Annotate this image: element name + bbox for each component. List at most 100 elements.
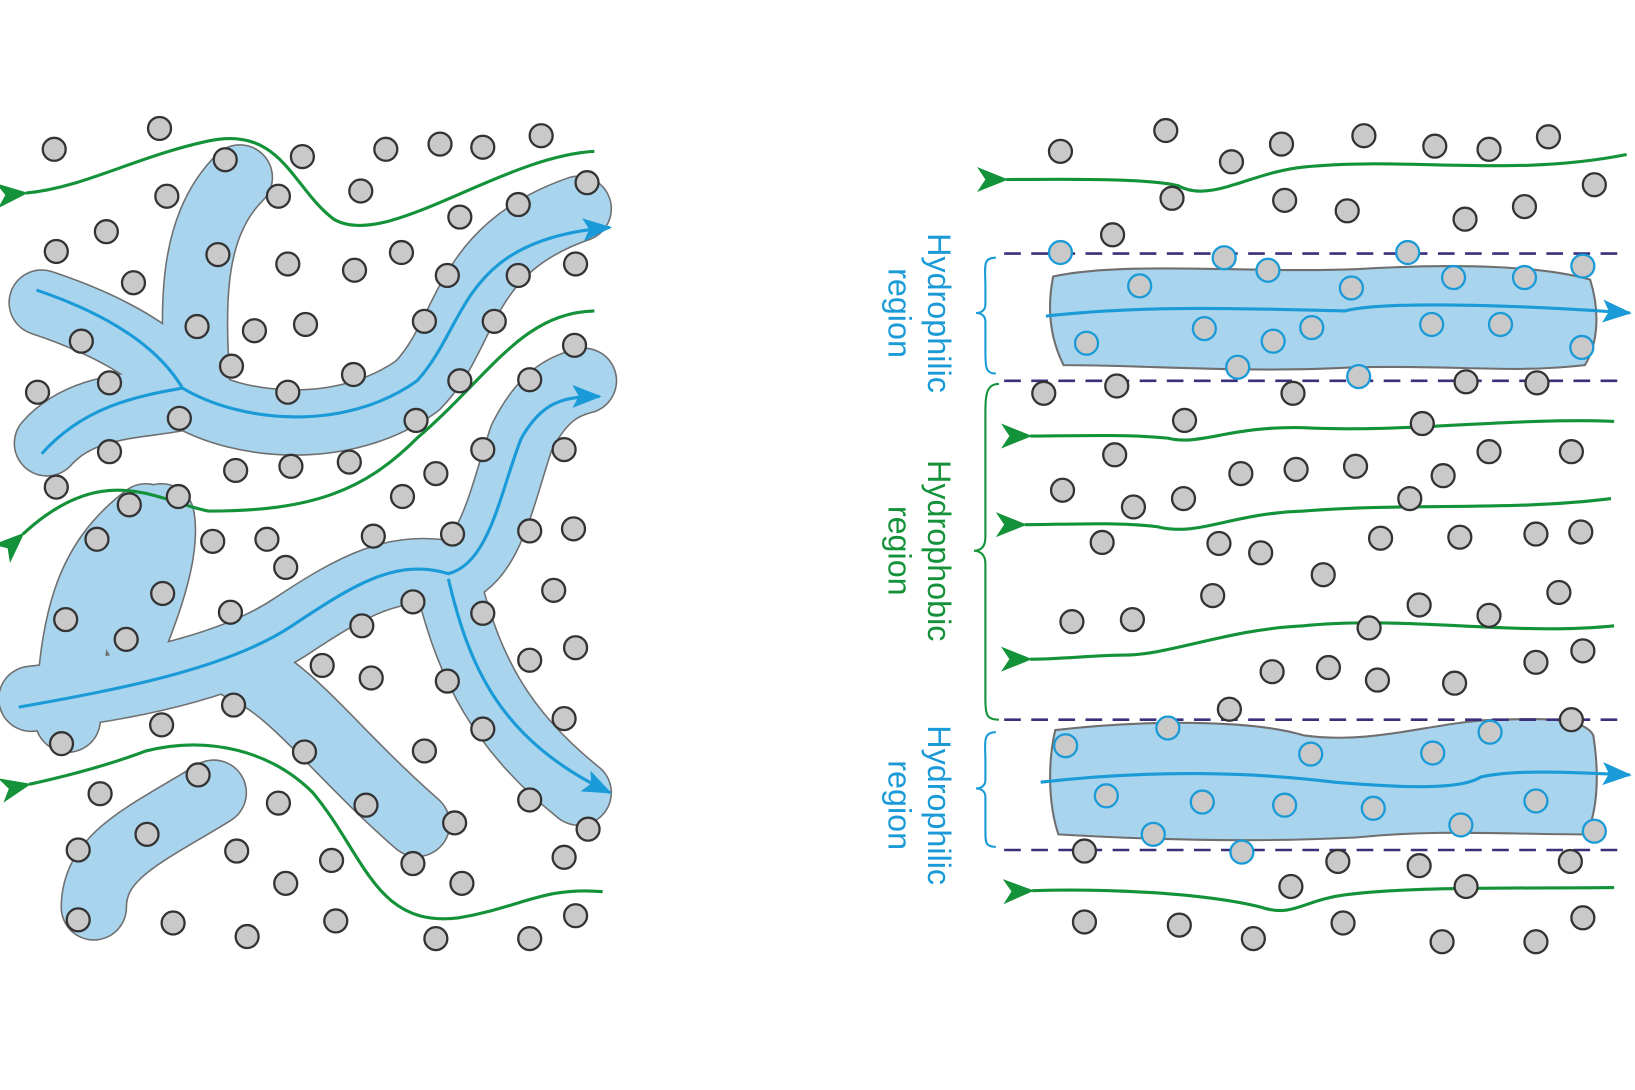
particle (373, 136, 399, 162)
particle (505, 191, 531, 218)
particle (65, 837, 91, 863)
water-flow-arrow (1040, 762, 1632, 789)
right-oil-flow-lines (977, 152, 1627, 913)
particle (220, 692, 247, 718)
particle (309, 652, 335, 679)
water-flow-arrow (1045, 299, 1632, 323)
wetted-particle (1260, 328, 1286, 354)
wetted-particle (1155, 715, 1181, 741)
left-channels-fill (0, 145, 616, 940)
particle (1409, 410, 1435, 437)
particle (1430, 463, 1456, 489)
particle (574, 170, 600, 196)
particle (1216, 696, 1242, 722)
particle (1452, 206, 1478, 232)
particle (560, 516, 587, 542)
particle (1570, 905, 1596, 931)
wetted-particle (1073, 330, 1100, 356)
particle (341, 257, 368, 283)
particle (423, 460, 449, 487)
particle (411, 738, 438, 764)
particle (1228, 460, 1254, 487)
particle (241, 318, 268, 344)
particle (505, 262, 531, 289)
particle (120, 270, 147, 296)
particle (336, 449, 362, 475)
particle (289, 143, 316, 170)
particle (1570, 638, 1596, 664)
particle (434, 262, 460, 289)
particle (1272, 187, 1298, 213)
particle (388, 239, 415, 266)
particle (1059, 609, 1085, 635)
particle (166, 405, 192, 431)
wetted-particle (1298, 741, 1324, 767)
particle (224, 838, 250, 864)
particle (275, 379, 301, 405)
left-water-flow-lines (18, 218, 613, 795)
particle (149, 712, 175, 738)
particle (551, 436, 577, 463)
particle (360, 523, 386, 549)
hydrophilic-label-bottom: Hydrophilic (921, 725, 957, 885)
particle (96, 370, 123, 396)
wetted-particle (1127, 273, 1153, 299)
particle (1071, 909, 1098, 935)
water-flow-arrow (446, 578, 612, 795)
region-braces (973, 256, 1000, 848)
particle (389, 483, 416, 510)
wetted-particle (1440, 264, 1467, 291)
wetted-particle (1419, 311, 1445, 338)
particle (1031, 380, 1057, 406)
oil-flow-arrow (0, 309, 595, 564)
oil-flow-arrow (995, 497, 1612, 538)
particle (1240, 926, 1266, 952)
oil-flow-arrow (1001, 621, 1615, 672)
particle (1071, 838, 1098, 864)
particle (275, 251, 301, 277)
particle (1356, 615, 1382, 641)
particle (1153, 117, 1179, 144)
left-panel (0, 115, 618, 952)
particle (470, 600, 496, 626)
particle (1218, 149, 1245, 175)
particle (1581, 172, 1607, 198)
particle (292, 311, 319, 338)
particle (470, 134, 496, 160)
particle (349, 613, 375, 639)
particle (442, 810, 468, 836)
particle (1453, 873, 1479, 900)
particle (517, 367, 543, 393)
wetted-particle (1047, 239, 1074, 266)
left-particles (24, 115, 601, 952)
particle (1330, 910, 1356, 936)
particle (1406, 592, 1432, 618)
particle (575, 816, 601, 842)
particle (68, 328, 94, 354)
particle (1441, 670, 1468, 696)
particle (1278, 873, 1304, 900)
wetted-particle (1229, 839, 1255, 865)
particle (273, 554, 299, 581)
wetted-particle (1420, 740, 1446, 766)
particle (1166, 912, 1192, 938)
wetted-particle (1093, 783, 1119, 809)
particle (1342, 453, 1369, 479)
particle (1476, 602, 1502, 629)
wetted-particle (1448, 812, 1474, 838)
particle (165, 483, 191, 510)
particle (517, 926, 543, 952)
particle (1546, 579, 1572, 606)
right-particles (1031, 117, 1607, 955)
right-panel: Hydrophilic region Hydrophobic region Hy… (881, 117, 1632, 955)
particle (1406, 853, 1432, 879)
particle (96, 439, 123, 465)
particle (517, 787, 543, 813)
particle (273, 870, 299, 896)
particle (1171, 407, 1198, 434)
particle (403, 407, 429, 434)
particle (1104, 373, 1130, 399)
particle (254, 526, 280, 552)
wetted-particle (1346, 363, 1372, 390)
wetted-particle (1523, 788, 1549, 814)
